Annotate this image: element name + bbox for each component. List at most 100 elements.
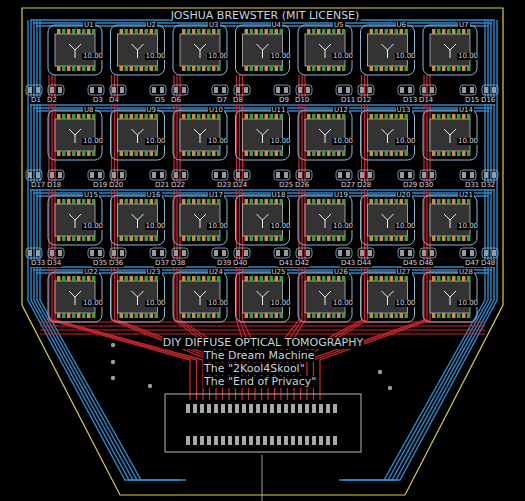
- led-footprint: [234, 85, 250, 95]
- sensor-chip: [236, 272, 290, 322]
- connector-pad: [249, 436, 253, 445]
- value-label: 10.00: [145, 138, 167, 145]
- value-label: 10.00: [82, 53, 104, 60]
- reference-designator: D42: [294, 260, 310, 267]
- reference-designator: D39: [216, 260, 232, 267]
- connector-pad: [263, 404, 267, 413]
- led-footprint: [336, 85, 352, 95]
- value-label: 10.00: [395, 138, 417, 145]
- led-footprint: [398, 248, 414, 258]
- value-label: 10.00: [395, 53, 417, 60]
- reference-designator: D29: [402, 182, 418, 189]
- connector-outline: [165, 394, 361, 452]
- led-footprint: [234, 170, 250, 180]
- sensor-chip: [48, 110, 102, 160]
- sensor-chip: [236, 110, 290, 160]
- reference-designator: U22: [83, 269, 99, 276]
- sensor-chip: [423, 272, 477, 322]
- reference-designator: U19: [333, 192, 349, 199]
- sensor-chip: [236, 25, 290, 75]
- silkscreen-text: The "2Kool4Skool": [203, 363, 306, 375]
- led-footprint: [48, 170, 64, 180]
- via: [378, 370, 382, 374]
- reference-designator: U20: [396, 192, 412, 199]
- led-footprint: [172, 85, 188, 95]
- value-label: 10.00: [207, 138, 229, 145]
- connector-pad: [256, 436, 260, 445]
- reference-designator: D16: [480, 97, 496, 104]
- value-label: 10.00: [207, 53, 229, 60]
- reference-designator: D15: [464, 97, 480, 104]
- reference-designator: U16: [146, 192, 162, 199]
- trace: [36, 195, 489, 196]
- sensor-chip: [111, 25, 165, 75]
- sensor-chip: [298, 110, 352, 160]
- reference-designator: D48: [480, 260, 496, 267]
- reference-designator: U14: [458, 107, 474, 114]
- value-label: 10.00: [332, 223, 354, 230]
- connector-pad: [319, 436, 323, 445]
- led-footprint: [460, 85, 476, 95]
- reference-designator: D5: [154, 97, 166, 104]
- led-footprint: [88, 85, 104, 95]
- sensor-chip: [111, 195, 165, 245]
- value-label: 10.00: [82, 138, 104, 145]
- sensor-chip: [298, 195, 352, 245]
- reference-designator: U25: [271, 269, 287, 276]
- connector-pad: [305, 404, 309, 413]
- value-label: 10.00: [332, 138, 354, 145]
- reference-designator: D47: [464, 260, 480, 267]
- value-label: 10.00: [270, 138, 292, 145]
- sensor-chip: [48, 195, 102, 245]
- led-footprint: [482, 85, 498, 95]
- reference-designator: D26: [294, 182, 310, 189]
- reference-designator: U12: [333, 107, 349, 114]
- value-label: 10.00: [270, 223, 292, 230]
- led-footprint: [26, 248, 42, 258]
- reference-designator: D24: [232, 182, 248, 189]
- sensor-chip: [111, 272, 165, 322]
- via: [111, 360, 115, 364]
- led-footprint: [420, 170, 436, 180]
- reference-designator: D43: [340, 260, 356, 267]
- reference-designator: D35: [92, 260, 108, 267]
- reference-designator: U9: [146, 107, 158, 114]
- reference-designator: D7: [216, 97, 228, 104]
- sensor-chip: [48, 272, 102, 322]
- reference-designator: U10: [208, 107, 224, 114]
- reference-designator: D12: [356, 97, 372, 104]
- connector-pad: [228, 404, 232, 413]
- via: [148, 384, 152, 388]
- connector-pad: [333, 404, 337, 413]
- led-footprint: [482, 170, 498, 180]
- connector-pad: [326, 404, 330, 413]
- reference-designator: U28: [458, 269, 474, 276]
- trace: [30, 189, 495, 190]
- led-footprint: [48, 85, 64, 95]
- connector-pad: [235, 436, 239, 445]
- reference-designator: D33: [30, 260, 46, 267]
- reference-designator: D18: [46, 182, 62, 189]
- sensor-chip: [173, 195, 227, 245]
- reference-designator: D30: [418, 182, 434, 189]
- led-footprint: [336, 170, 352, 180]
- trace: [37, 20, 182, 480]
- connector-pad: [291, 404, 295, 413]
- sensor-chip: [423, 110, 477, 160]
- connector-pad: [242, 404, 246, 413]
- connector-pad: [214, 404, 218, 413]
- connector-pad: [235, 404, 239, 413]
- led-footprint: [296, 248, 312, 258]
- reference-designator: D41: [278, 260, 294, 267]
- trace: [347, 20, 491, 480]
- value-label: 10.00: [457, 223, 479, 230]
- reference-designator: U23: [146, 269, 162, 276]
- reference-designator: D40: [232, 260, 248, 267]
- connector-pad: [284, 436, 288, 445]
- connector-pad: [305, 436, 309, 445]
- led-footprint: [274, 170, 290, 180]
- connector-pad: [242, 436, 246, 445]
- reference-designator: D11: [340, 97, 356, 104]
- sensor-chip: [236, 195, 290, 245]
